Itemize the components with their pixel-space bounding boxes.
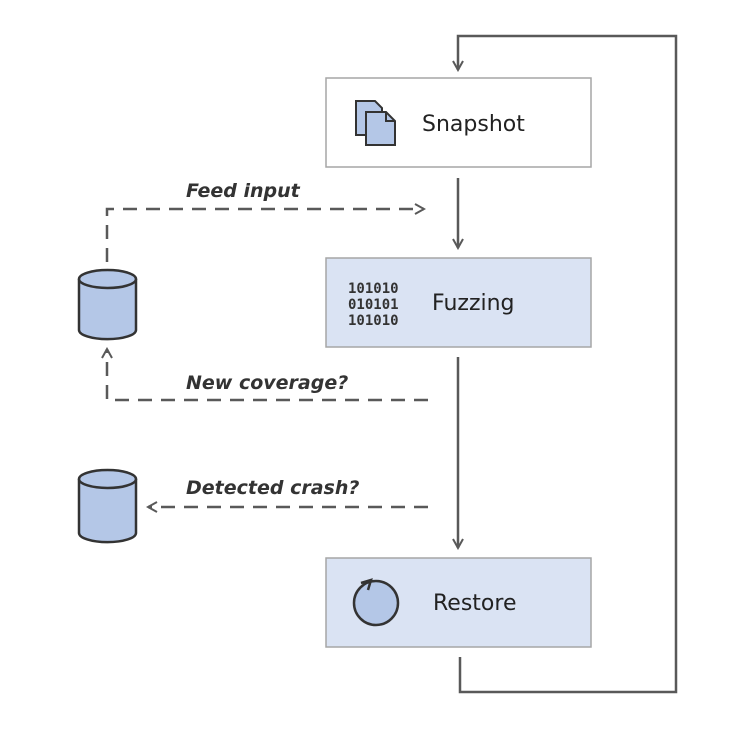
bits-row-1: 101010 [348, 281, 399, 297]
restore-node: Restore [325, 557, 592, 648]
restore-circular-arrow-icon [352, 578, 400, 627]
corpus-database-icon [77, 268, 138, 341]
restore-label: Restore [433, 591, 516, 616]
fuzzing-node: 101010 010101 101010 Fuzzing [325, 257, 592, 348]
snapshot-node: Snapshot [325, 77, 592, 168]
snapshot-label: Snapshot [422, 112, 525, 137]
feed-input-label: Feed input [186, 180, 301, 202]
feed-input-arrow [105, 209, 424, 262]
new-coverage-label: New coverage? [186, 372, 348, 394]
bits-row-3: 101010 [348, 313, 399, 329]
binary-data-icon: 101010 010101 101010 [348, 281, 399, 329]
bits-row-2: 010101 [348, 297, 399, 313]
detected-crash-label: Detected crash? [186, 477, 359, 499]
snapshot-pages-icon [355, 100, 396, 146]
crashes-database-icon [77, 468, 138, 544]
loop-back-arrow [458, 34, 678, 694]
new-coverage-arrow [107, 349, 428, 402]
fuzzing-label: Fuzzing [432, 291, 515, 316]
